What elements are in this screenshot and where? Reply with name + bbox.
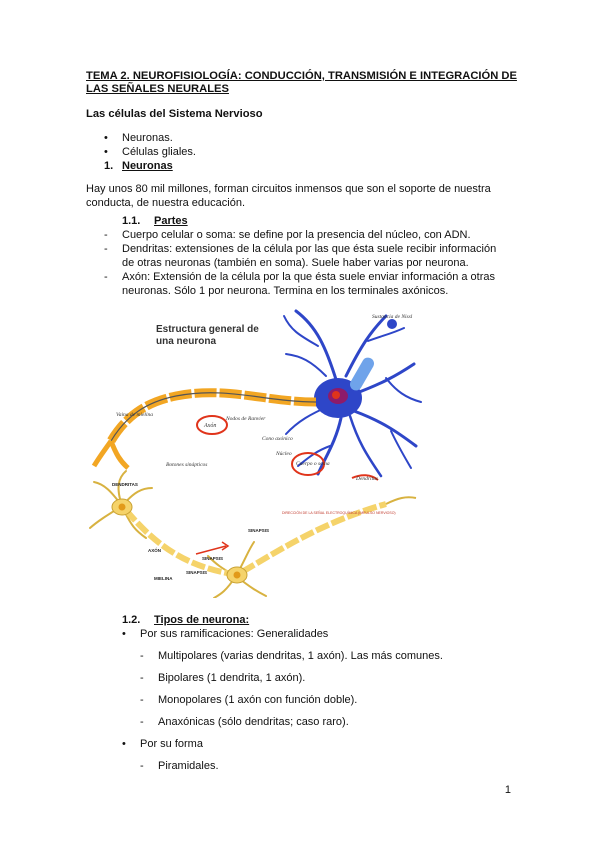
label-vaina: Vaina de mielina (116, 412, 153, 418)
neuron-diagram-lower (89, 470, 417, 598)
label-axon: Axón (203, 423, 216, 429)
page-number: 1 (504, 784, 511, 796)
neuron-diagram-upper (91, 309, 422, 481)
label-nucleo: Núcleo (275, 451, 292, 457)
label-lower-axon: AXÓN (148, 546, 161, 553)
label-cuerpo: Cuerpo o soma (296, 461, 330, 467)
neuron-structure-figure: Estructura general de una neurona Sustan… (89, 309, 422, 598)
label-sustancia: Sustancia de Nissl (372, 314, 413, 320)
figure-heading-line-2: una neurona (156, 336, 216, 347)
section-heading: Las células del Sistema Nervioso (86, 108, 263, 120)
label-botones: Botones sinápticos (166, 462, 207, 468)
document-title: TEMA 2. NEUROFISIOLOGÍA: CONDUCCIÓN, TRA… (86, 70, 517, 95)
label-lower-dendritas: DENDRITAS (112, 482, 138, 487)
label-dendritas: Dendritas (355, 476, 378, 482)
label-cono: Cono axónico (262, 436, 293, 442)
label-sinapsis-3: SINAPSIS (186, 570, 207, 575)
label-mielina: MIELINA (154, 576, 173, 581)
label-direccion: DIRECCIÓN DE LA SEÑAL ELECTROQUÍMICA (IM… (282, 510, 396, 515)
figure-heading-line-1: Estructura general de (156, 324, 259, 335)
label-nodos: Nodos de Ranvier (225, 416, 266, 422)
label-sinapsis-1: SINAPSIS (248, 528, 269, 533)
label-sinapsis-2: SINAPSIS (202, 556, 223, 561)
